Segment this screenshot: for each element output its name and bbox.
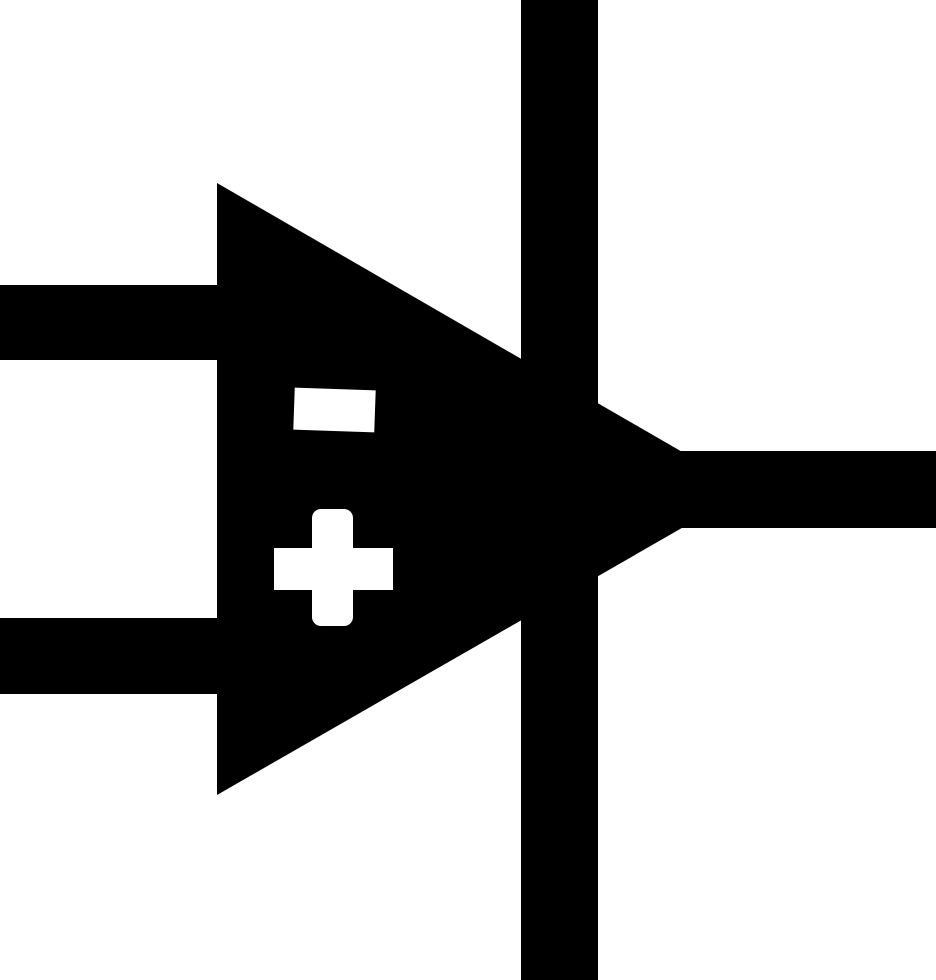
minus-sign bbox=[293, 387, 376, 433]
plus-sign-horizontal-bar bbox=[274, 548, 393, 590]
amplifier-triangle bbox=[217, 183, 748, 795]
non-inverting-input-line bbox=[0, 618, 225, 694]
inverting-input-line bbox=[0, 285, 225, 360]
